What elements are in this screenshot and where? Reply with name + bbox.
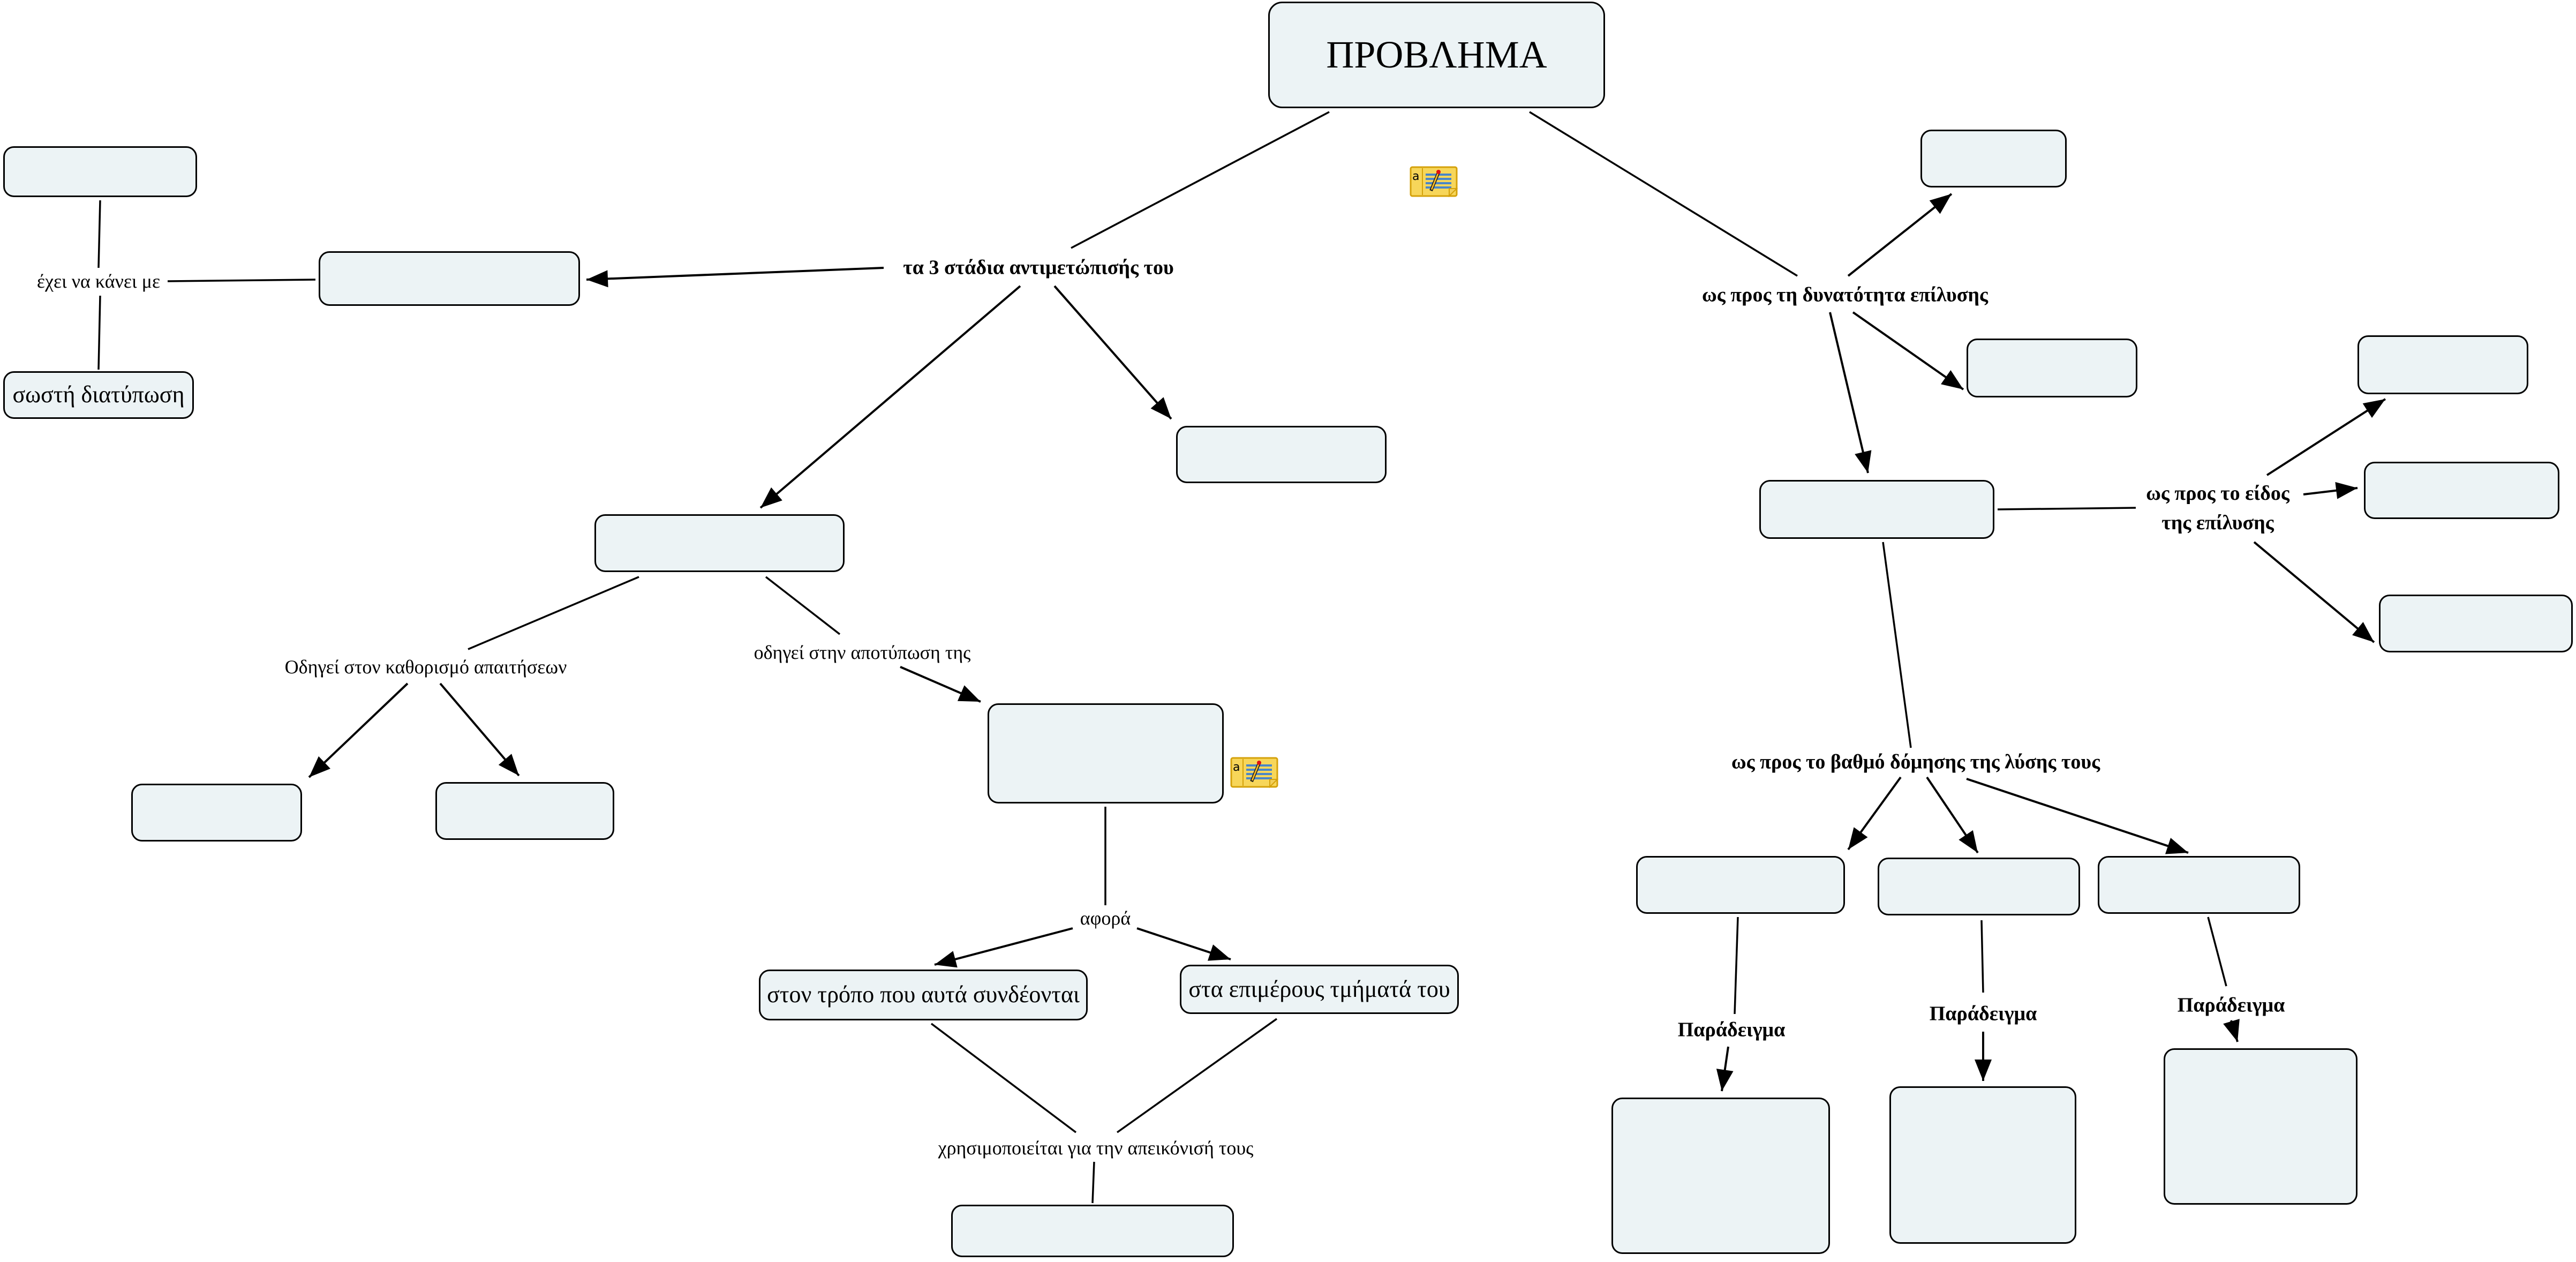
link-leads-to-depiction[interactable]: οδηγεί στην αποτύπωση της — [754, 641, 971, 663]
edge-first-to-has-to-do — [167, 279, 316, 282]
arrowhead-icon — [1150, 397, 1171, 419]
edge-root-to-solvability — [1529, 111, 1798, 277]
arrowhead-icon — [1207, 944, 1231, 961]
concept-box-top-left[interactable] — [3, 146, 197, 197]
concept-box-structure-3[interactable] — [2098, 856, 2300, 914]
arrowhead-icon — [2223, 1019, 2240, 1042]
link-by-solution-type[interactable]: ως προς το είδος της επίλυσης — [2146, 479, 2289, 538]
arrowhead-icon — [1848, 827, 1868, 850]
arrowhead-icon — [1929, 194, 1952, 214]
edge-solvability-to-box-2 — [1852, 311, 1964, 390]
link-three-stages[interactable]: τα 3 στάδια αντιμετώπισής του — [903, 256, 1174, 279]
arrowhead-icon — [2165, 838, 2188, 854]
arrowhead-icon — [935, 951, 958, 968]
edge-concerns-to-how-connected — [934, 927, 1073, 966]
concept-box-solution-type-3[interactable] — [2379, 595, 2573, 652]
arrowhead-icon — [2362, 399, 2385, 418]
concept-box-solvable[interactable] — [1759, 480, 1994, 539]
link-leads-to-requirements[interactable]: Οδηγεί στον καθορισμό απαιτήσεων — [284, 656, 567, 678]
concept-label: στον τρόπο που αυτά συνδέονται — [767, 981, 1080, 1008]
edge-second-to-requirements — [468, 576, 639, 650]
arrowhead-icon — [1959, 830, 1978, 853]
link-example-3[interactable]: Παράδειγμα — [2177, 994, 2285, 1017]
arrowhead-icon — [1975, 1060, 1992, 1081]
concept-box-example-1[interactable] — [1611, 1098, 1830, 1254]
concept-box-structure-1[interactable] — [1636, 856, 1845, 914]
edge-type-to-box-1 — [2266, 398, 2386, 476]
edge-solvability-to-solvable — [1829, 312, 1869, 474]
root-concept-label: ΠΡΟΒΛΗΜΑ — [1326, 33, 1547, 76]
root-concept-problem[interactable]: ΠΡΟΒΛΗΜΑ — [1268, 2, 1605, 108]
edge-how-connected-to-used — [930, 1023, 1077, 1133]
concept-box-first-stage[interactable] — [319, 251, 580, 306]
arrowhead-icon — [2352, 622, 2374, 642]
concept-box-second-stage[interactable] — [594, 514, 845, 572]
link-by-solution-type-line-1: ως προς το είδος — [2146, 482, 2289, 505]
concept-box-example-3[interactable] — [2164, 1048, 2357, 1205]
edge-requirements-to-box-1 — [308, 682, 409, 778]
edge-structure-3-to-example — [2207, 917, 2227, 987]
concept-box-solution-type-2[interactable] — [2364, 462, 2559, 519]
note-icon[interactable]: a — [1230, 757, 1278, 788]
concept-box-solvability-2[interactable] — [1967, 339, 2137, 397]
arrowhead-icon — [1855, 450, 1872, 473]
edge-used-to-bottom — [1091, 1161, 1095, 1204]
arrowhead-icon — [586, 270, 608, 288]
arrowhead-icon — [498, 754, 519, 776]
link-used-for-depiction[interactable]: χρησιμοποιείται για την απεικόνισή τους — [938, 1137, 1254, 1159]
edge-structure-to-box-3 — [1966, 778, 2189, 854]
edge-parts-to-used — [1116, 1018, 1278, 1133]
concept-label: σωστή διατύπωση — [12, 381, 185, 408]
edge-second-to-depiction-link — [765, 576, 841, 635]
edge-structure-1-to-example — [1734, 917, 1739, 1015]
link-example-1[interactable]: Παράδειγμα — [1677, 1018, 1786, 1041]
concept-box-solution-type-1[interactable] — [2357, 335, 2528, 394]
concept-box-requirement-1[interactable] — [131, 784, 302, 842]
link-has-to-do-with[interactable]: έχει να κάνει με — [36, 270, 161, 292]
arrowhead-icon — [309, 756, 331, 777]
edge-stages-to-first — [586, 267, 884, 281]
arrowhead-icon — [1941, 370, 1963, 389]
edge-has-to-do-to-correct — [97, 295, 101, 370]
edge-has-to-do-to-top — [97, 200, 101, 268]
concept-box-requirement-2[interactable] — [435, 782, 614, 840]
concept-box-third-stage[interactable] — [1176, 426, 1387, 483]
note-icon-glyph: a — [1412, 170, 1419, 183]
arrowhead-icon — [957, 685, 981, 702]
concept-box-example-2[interactable] — [1889, 1086, 2076, 1244]
edge-solvable-to-structure — [1882, 542, 1912, 748]
edge-type-to-box-3 — [2253, 541, 2375, 643]
link-by-solvability[interactable]: ως προς τη δυνατότητα επίλυσης — [1701, 283, 1989, 306]
arrowhead-icon — [760, 487, 782, 508]
concept-box-bottom[interactable] — [951, 1205, 1234, 1257]
link-by-solution-type-line-2: της επίλυσης — [2161, 512, 2274, 534]
concept-box-structure-2[interactable] — [1878, 858, 2080, 915]
link-example-2[interactable]: Παράδειγμα — [1929, 1002, 2037, 1025]
note-icon-glyph: a — [1233, 761, 1240, 774]
concept-label: στα επιμέρους τμήματά του — [1188, 975, 1450, 1002]
concept-box-individual-parts[interactable]: στα επιμέρους τμήματά του — [1180, 965, 1459, 1014]
link-by-structure-degree[interactable]: ως προς το βαθμό δόμησης της λύσης τους — [1731, 750, 2100, 773]
edge-solvability-to-box-1 — [1847, 193, 1953, 277]
edge-root-to-three-stages — [1071, 111, 1330, 249]
concept-box-solvability-1[interactable] — [1920, 130, 2067, 187]
edge-structure-2-to-example — [1980, 920, 1984, 993]
note-icon[interactable]: a — [1410, 166, 1458, 197]
arrowhead-icon — [2335, 482, 2357, 499]
edge-stages-to-third — [1053, 285, 1172, 420]
edge-solvable-to-type — [1997, 507, 2136, 510]
link-concerns[interactable]: αφορά — [1080, 907, 1131, 929]
concept-box-depiction[interactable] — [988, 703, 1224, 803]
arrowhead-icon — [1716, 1069, 1734, 1091]
concept-box-correct-formulation[interactable]: σωστή διατύπωση — [3, 371, 194, 419]
concept-box-how-connected[interactable]: στον τρόπο που αυτά συνδέονται — [759, 970, 1088, 1020]
edge-stages-to-second — [759, 285, 1021, 509]
